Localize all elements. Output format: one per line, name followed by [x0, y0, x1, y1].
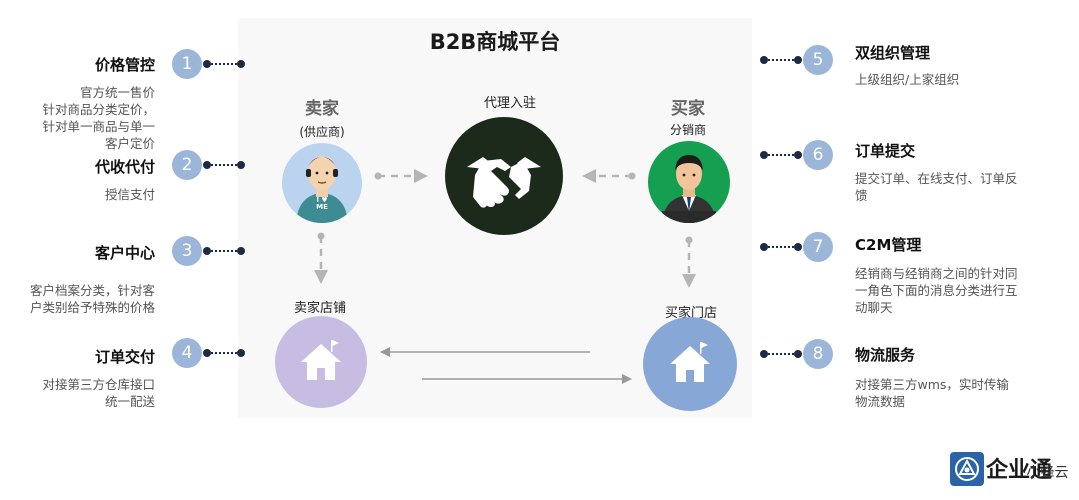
feature-2-connector	[203, 161, 245, 169]
buyer-store-label: 买家门店	[664, 306, 717, 321]
buyer-to-platform-arrow	[582, 169, 636, 183]
handshake-circle	[445, 117, 563, 235]
seller-person-icon	[296, 156, 348, 223]
feature-2-desc: 授信支付	[104, 187, 155, 202]
buyer-to-store-arrow	[682, 236, 696, 288]
feature-8-number: 8	[803, 339, 833, 369]
seller-avatar: I ♥ ME	[282, 143, 362, 223]
logo-sub-text: ·小蜂云	[1022, 465, 1069, 481]
feature-6-connector	[760, 151, 802, 159]
feature-5-title: 双组织管理	[855, 44, 931, 62]
feature-1-title: 价格管控	[94, 56, 155, 74]
agent-entry-label: 代理入驻	[483, 96, 536, 111]
seller-store-to-buyer-store-arrow	[422, 374, 632, 384]
seller-sub-label: (供应商)	[299, 125, 345, 139]
feature-7-title: C2M管理	[855, 236, 922, 254]
feature-3-number: 3	[172, 236, 202, 266]
feature-5-connector	[760, 56, 802, 64]
feature-6-number: 6	[803, 140, 833, 170]
feature-1-connector	[203, 60, 245, 68]
feature-8-connector	[760, 350, 802, 358]
seller-store-circle	[275, 316, 367, 408]
feature-3-desc: 客户档案分类，针对客 户类别给予特殊的价格	[29, 283, 155, 315]
buyer-store-to-seller-store-arrow	[380, 347, 590, 357]
feature-5-desc: 上级组织/上家组织	[855, 72, 960, 87]
buyer-store-house-icon	[670, 342, 710, 382]
buyer-avatar	[648, 141, 730, 223]
seller-role-label: 卖家	[305, 99, 339, 119]
buyer-role-label: 买家	[671, 99, 705, 119]
feature-3-connector	[203, 247, 245, 255]
feature-4-connector	[203, 349, 245, 357]
seller-to-store-arrow	[314, 232, 328, 284]
feature-2-number: 2	[172, 150, 202, 180]
buyer-store-circle	[643, 317, 737, 411]
feature-1-desc: 官方统一售价 针对商品分类定价， 针对单一商品与单一 客户定价	[42, 85, 155, 151]
feature-7-number: 7	[803, 232, 833, 262]
feature-6-title: 订单提交	[855, 142, 916, 160]
seller-store-house-icon	[301, 340, 341, 380]
buyer-sub-label: 分销商	[669, 123, 706, 137]
diagram-title: B2B商城平台	[429, 30, 561, 54]
seller-store-label: 卖家店铺	[293, 301, 346, 316]
feature-2-title: 代收代付	[94, 158, 155, 176]
feature-4-title: 订单交付	[94, 348, 155, 366]
feature-8-title: 物流服务	[855, 346, 916, 364]
company-logo-icon	[950, 452, 984, 486]
feature-8-desc: 对接第三方wms，实时传输 物流数据	[855, 377, 1009, 409]
seller-to-platform-arrow	[374, 169, 428, 183]
seller-shirt-text: I ♥ ME	[316, 196, 328, 211]
feature-4-number: 4	[172, 338, 202, 368]
handshake-icon	[467, 157, 541, 208]
feature-7-connector	[760, 243, 802, 251]
logo-main-text: 企业通	[986, 458, 1053, 483]
feature-4-desc: 对接第三方仓库接口 统一配送	[42, 377, 155, 409]
feature-3-title: 客户中心	[94, 244, 155, 262]
feature-1-number: 1	[172, 49, 202, 79]
buyer-person-icon	[662, 155, 716, 223]
feature-5-number: 5	[803, 45, 833, 75]
feature-6-desc: 提交订单、在线支付、订单反 馈	[855, 171, 1018, 203]
feature-7-desc: 经销商与经销商之间的针对同 一角色下面的消息分类进行互 动聊天	[855, 266, 1018, 315]
